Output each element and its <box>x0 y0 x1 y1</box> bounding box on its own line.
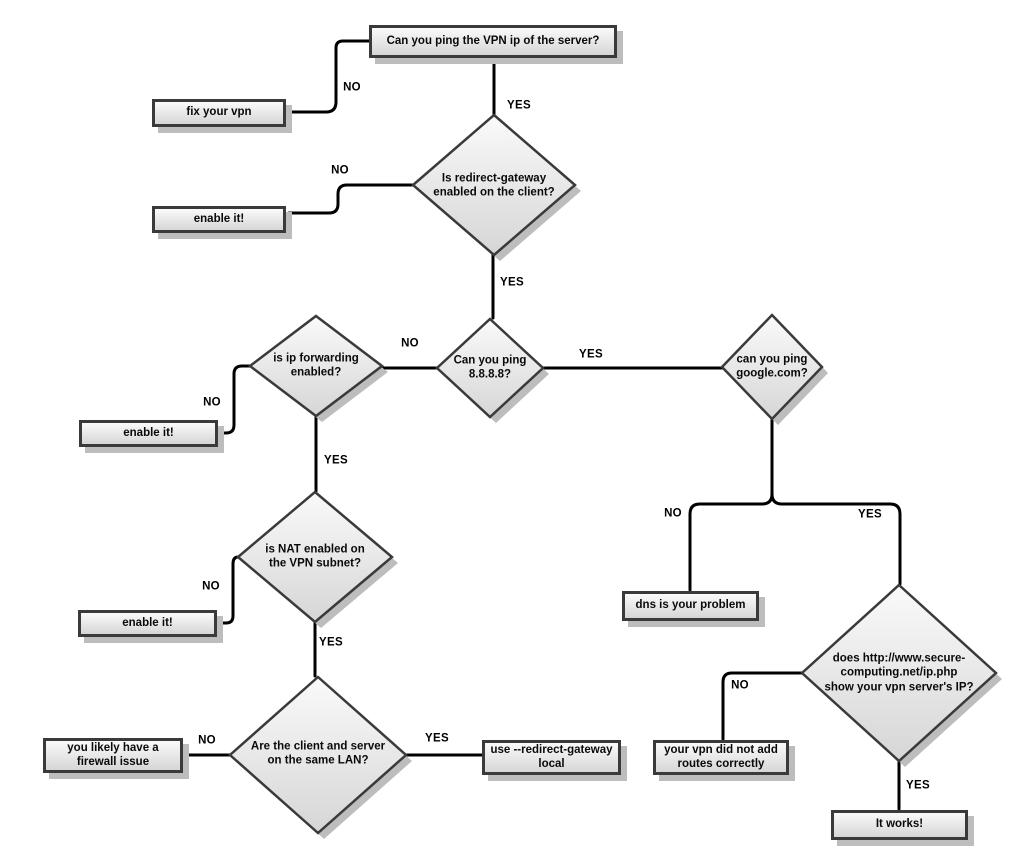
decision-shape-ip-php <box>800 583 998 763</box>
edge-label-yes: YES <box>579 348 603 361</box>
decision-label-nat-enabled: is NAT enabled on the VPN subnet? <box>265 543 365 570</box>
edge-label-no: NO <box>198 734 216 747</box>
edge-label-yes: YES <box>858 508 882 521</box>
edge-label-no: NO <box>203 396 221 409</box>
connector-google-no <box>688 417 774 592</box>
connector-ipforward-no <box>216 364 252 435</box>
edge-label-no: NO <box>343 81 361 94</box>
node-redirect-gateway-local: use --redirect-gateway local <box>482 740 621 775</box>
node-enable-it-3: enable it! <box>78 610 217 637</box>
decision-label-redirect-gateway: Is redirect-gateway enabled on the clien… <box>433 172 555 199</box>
decision-label-ping-google: can you ping google.com? <box>736 353 808 380</box>
node-ping-vpn-ip: Can you ping the VPN ip of the server? <box>369 25 617 58</box>
decision-label-ip-forwarding: is ip forwarding enabled? <box>273 352 359 379</box>
decision-shape-ping-google <box>720 313 824 421</box>
edge-label-yes: YES <box>500 276 524 289</box>
edge-label-yes: YES <box>425 732 449 745</box>
node-fix-your-vpn: fix your vpn <box>152 99 286 127</box>
connector-ipphp-no <box>721 671 804 741</box>
edge-label-no: NO <box>202 580 220 593</box>
edge-label-no: NO <box>401 337 419 350</box>
edge-label-yes: YES <box>319 636 343 649</box>
connector-nat-no <box>216 555 240 625</box>
decision-shape-nat-enabled <box>236 490 394 624</box>
connector-google-yes <box>770 492 902 586</box>
connector-pingvpn-no <box>287 39 371 114</box>
decision-shape-same-lan <box>228 675 408 835</box>
node-routes-not-added: your vpn did not add routes correctly <box>653 740 789 775</box>
node-it-works: It works! <box>831 810 968 840</box>
decision-shape-ip-forwarding <box>247 314 385 418</box>
node-enable-it-2: enable it! <box>79 420 218 447</box>
edge-label-no: NO <box>331 164 349 177</box>
connector-layer <box>182 39 902 811</box>
connector-redirect-no <box>287 183 415 215</box>
node-firewall-issue: you likely have a firewall issue <box>43 738 183 773</box>
node-dns-problem: dns is your problem <box>622 591 759 621</box>
diamond-layer <box>228 113 998 835</box>
edge-label-yes: YES <box>906 779 930 792</box>
decision-label-ping-8888: Can you ping 8.8.8.8? <box>453 354 527 381</box>
edge-label-no: NO <box>731 679 749 692</box>
edge-label-yes: YES <box>324 454 348 467</box>
edge-label-yes: YES <box>507 99 531 112</box>
node-enable-it-1: enable it! <box>152 206 286 233</box>
decision-label-same-lan: Are the client and server on the same LA… <box>250 740 386 767</box>
edge-label-no: NO <box>664 507 682 520</box>
decision-label-ip-php: does http://www.secure- computing.net/ip… <box>824 652 974 694</box>
decision-shape-ping-8888 <box>435 317 545 419</box>
decision-shape-redirect-gateway <box>411 113 577 257</box>
